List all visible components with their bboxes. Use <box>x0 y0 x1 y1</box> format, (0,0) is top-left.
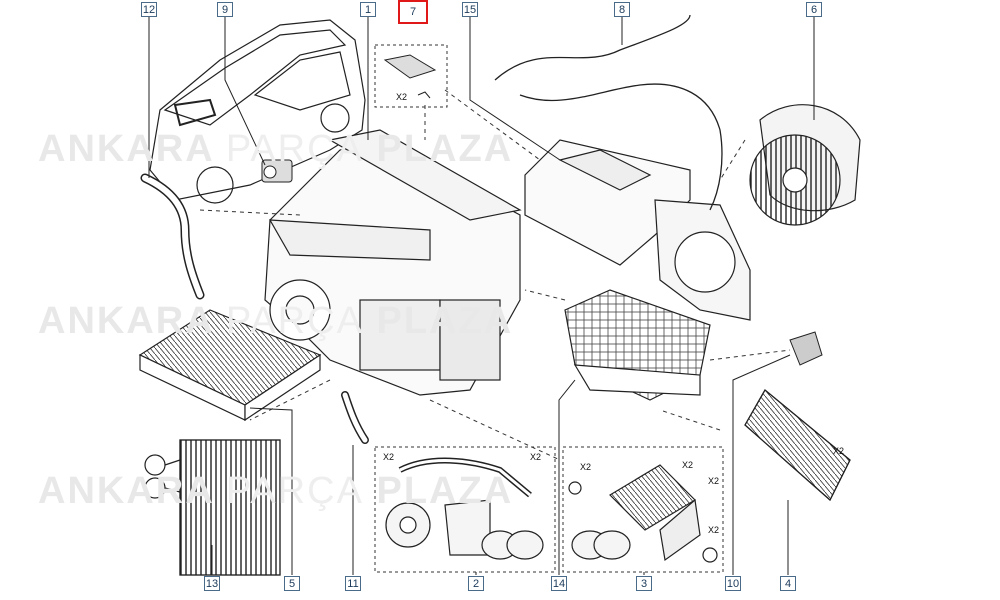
qty-label-kit2: X2 <box>682 460 694 470</box>
callout-3[interactable]: 3 <box>636 576 652 591</box>
qty-label-kit1: X2 <box>580 462 592 472</box>
blower-resistor <box>383 54 437 99</box>
hvac-housing <box>264 129 522 396</box>
callout-leaders <box>148 17 815 575</box>
callout-2[interactable]: 2 <box>468 576 484 591</box>
callout-10[interactable]: 10 <box>725 576 741 591</box>
pipe-kit-box <box>374 446 556 573</box>
qty-label-kit3: X2 <box>708 476 720 486</box>
distribution-housing <box>524 139 751 321</box>
mounting-bracket <box>789 331 823 366</box>
leader-lines <box>199 89 791 461</box>
callout-6[interactable]: 6 <box>806 2 822 17</box>
pipe-kit-parts <box>385 457 544 560</box>
callout-4[interactable]: 4 <box>780 576 796 591</box>
callout-1[interactable]: 1 <box>360 2 376 17</box>
callout-13[interactable]: 13 <box>204 576 220 591</box>
heater-housing <box>564 289 711 401</box>
callout-7-highlighted[interactable]: 7 <box>398 0 428 24</box>
qty-label-pipe: X2 <box>383 452 395 462</box>
heater-kit-parts <box>568 464 718 563</box>
qty-label-resistor: X2 <box>396 92 408 102</box>
cabin-filter <box>138 309 322 422</box>
callout-5[interactable]: 5 <box>284 576 300 591</box>
heater-kit-box <box>562 446 724 573</box>
sensor-part <box>261 159 293 183</box>
blower-motor <box>749 104 861 226</box>
callout-12[interactable]: 12 <box>141 2 157 17</box>
qty-label-hose: X2 <box>530 452 542 462</box>
vehicle-outline <box>149 19 366 204</box>
heater-core <box>744 389 851 501</box>
callout-8[interactable]: 8 <box>614 2 630 17</box>
resistor-group-box <box>374 44 448 108</box>
qty-label-kit4: X2 <box>708 525 720 535</box>
wiring-harness <box>494 14 723 211</box>
evaporator-core <box>144 439 281 576</box>
callout-11[interactable]: 11 <box>345 576 361 591</box>
callout-15[interactable]: 15 <box>462 2 478 17</box>
callout-14[interactable]: 14 <box>551 576 567 591</box>
qty-label-heater: X2 <box>833 446 845 456</box>
callout-9[interactable]: 9 <box>217 2 233 17</box>
